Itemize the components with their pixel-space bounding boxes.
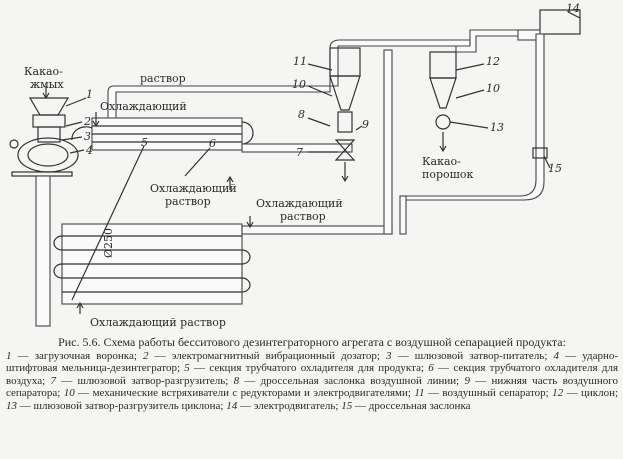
separator-top-pipe xyxy=(329,39,471,87)
legend-number: 3 xyxy=(386,350,392,362)
legend-item: 4 — ударно-штифтовая мельница-дезинтегра… xyxy=(6,350,619,375)
legend-text: шлюзовой затвор-разгрузитель; xyxy=(77,374,229,387)
legend-number: 2 xyxy=(143,350,149,362)
legend-text: шлюзовой затвор-разгрузитель циклона; xyxy=(33,399,224,412)
legend-item: 13 — шлюзовой затвор-разгрузитель циклон… xyxy=(6,399,224,412)
pipe-left xyxy=(35,175,51,327)
label-input-material: Какао- xyxy=(24,65,63,78)
legend-text: шлюзовой затвор-питатель; xyxy=(414,350,548,362)
num-4: 4 xyxy=(85,144,93,157)
legend-item: 1 — загрузочная воронка; xyxy=(6,350,137,362)
process-diagram: Какао- жмых Охлаждающий раствор Охлаждаю… xyxy=(9,2,581,329)
legend-item: 14 — электродвигатель; xyxy=(226,399,339,412)
legend-number: 1 xyxy=(6,350,12,362)
legend-item: 11 — воздушный сепаратор; xyxy=(414,387,549,400)
legend-item: 8 — дроссельная заслонка воздушной линии… xyxy=(233,374,460,387)
legend-item: 12 — циклон; xyxy=(552,387,619,400)
mill-4 xyxy=(9,137,79,177)
legend-item: 7 — шлюзовой затвор-разгрузитель; xyxy=(50,374,229,387)
damper-15 xyxy=(532,147,548,159)
hopper-1 xyxy=(28,97,70,143)
label-output-product-2: порошок xyxy=(422,168,473,181)
caption-legend: 1 — загрузочная воронка; 2 — электромагн… xyxy=(6,350,618,412)
num-12: 12 xyxy=(486,55,500,68)
num-5: 5 xyxy=(141,136,148,149)
label-coolant-right-2: раствор xyxy=(280,210,326,223)
air-separator-11 xyxy=(329,47,361,161)
flow-arrows xyxy=(42,86,447,314)
label-output-product: Какао- xyxy=(422,155,461,168)
legend-text: электродвигатель; xyxy=(253,399,339,412)
num-8: 8 xyxy=(298,108,305,121)
label-input-material-2: жмых xyxy=(30,78,64,91)
legend-text: дроссельная заслонка xyxy=(368,399,471,412)
legend-text: загрузочная воронка; xyxy=(34,350,137,362)
legend-item: 9 — нижняя часть воздушного сепаратора; xyxy=(6,374,619,400)
legend-number: 8 xyxy=(233,374,240,387)
num-11: 11 xyxy=(293,55,307,68)
label-coolant-top-2: раствор xyxy=(140,72,186,85)
num-10-left: 10 xyxy=(292,78,306,91)
num-13: 13 xyxy=(490,121,504,134)
label-coolant-right: Охлаждающий xyxy=(256,197,343,210)
legend-text: ударно-штифтовая мельница-дезинтегратор; xyxy=(6,350,619,375)
cyclone-12 xyxy=(429,51,457,130)
legend-number: 12 xyxy=(552,387,564,400)
legend-text: дроссельная заслонка воздушной линии; xyxy=(260,374,460,387)
label-diameter: Ø250 xyxy=(102,228,115,258)
num-6: 6 xyxy=(209,137,216,150)
legend-number: 5 xyxy=(184,362,190,375)
num-10-right: 10 xyxy=(486,82,500,95)
leader-lines xyxy=(61,11,581,301)
label-coolant-middle: Охлаждающий xyxy=(150,182,237,195)
legend-text: электромагнитный вибрационный дозатор; xyxy=(171,350,380,362)
num-2: 2 xyxy=(83,115,91,128)
legend-text: циклон; xyxy=(580,387,619,400)
air-pipe xyxy=(107,85,331,119)
num-1: 1 xyxy=(86,88,93,101)
legend-item: 5 — секция трубчатого охладителя для про… xyxy=(184,362,425,375)
legend-number: 13 xyxy=(6,399,17,412)
legend-number: 4 xyxy=(553,350,560,362)
product-cooler-5 xyxy=(53,223,251,305)
legend-text: нижняя часть воздушного сепаратора; xyxy=(6,374,619,400)
legend-item: 15 — дроссельная заслонка xyxy=(341,399,471,412)
riser-pipe xyxy=(383,49,393,235)
legend-number: 7 xyxy=(50,374,56,387)
legend-number: 15 xyxy=(341,399,353,412)
num-14: 14 xyxy=(566,2,580,15)
legend-number: 11 xyxy=(414,387,425,400)
num-15: 15 xyxy=(548,162,562,175)
air-cooler-6 xyxy=(71,117,254,151)
label-coolant-bottom: Охлаждающий раствор xyxy=(90,316,226,329)
legend-text: секция трубчатого охладителя для воздуха… xyxy=(6,362,619,387)
label-coolant-top: Охлаждающий xyxy=(100,100,187,113)
legend-item: 10 — механические встряхиватели с редукт… xyxy=(63,387,411,400)
label-coolant-middle-2: раствор xyxy=(165,195,211,208)
legend-text: секция трубчатого охладителя для продукт… xyxy=(209,362,425,375)
legend-number: 9 xyxy=(464,374,470,387)
legend-item: 6 — секция трубчатого охладителя для воз… xyxy=(6,362,619,387)
motor-14 xyxy=(539,9,581,35)
figure-caption: Рис. 5.6. Схема работы бесситового дезин… xyxy=(6,336,618,412)
legend-number: 6 xyxy=(428,362,434,375)
num-9: 9 xyxy=(362,118,369,131)
legend-text: воздушный сепаратор; xyxy=(442,387,549,400)
pipe-mid xyxy=(241,143,353,153)
legend-number: 10 xyxy=(63,387,75,400)
num-3: 3 xyxy=(84,130,91,143)
num-7: 7 xyxy=(296,146,303,159)
legend-item: 3 — шлюзовой затвор-питатель; xyxy=(386,350,548,362)
pipe-to-separator xyxy=(241,225,393,235)
legend-number: 14 xyxy=(226,399,238,412)
caption-title: Рис. 5.6. Схема работы бесситового дезин… xyxy=(58,335,566,349)
legend-text: механические встряхиватели с редукторами… xyxy=(92,387,411,400)
return-down xyxy=(399,195,407,235)
legend-item: 2 — электромагнитный вибрационный дозато… xyxy=(143,350,380,362)
